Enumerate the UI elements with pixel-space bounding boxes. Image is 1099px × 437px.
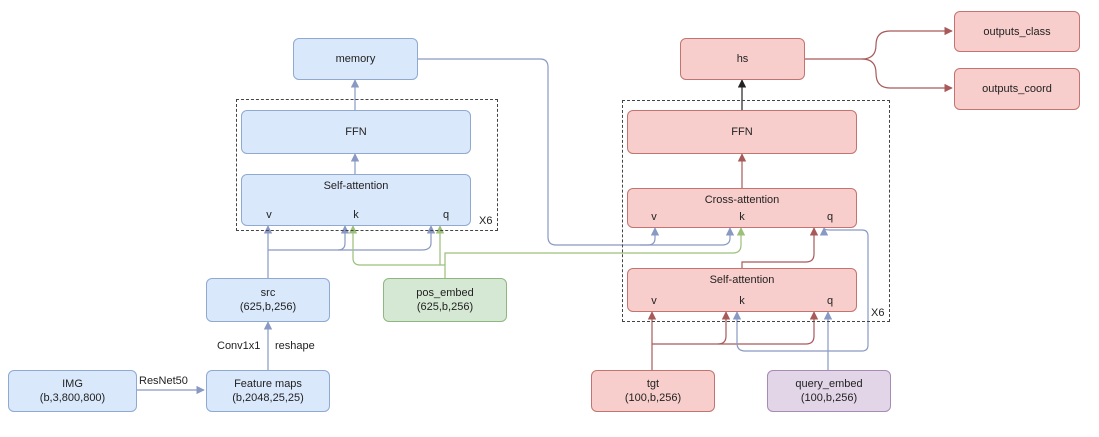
edge-query-to-cross-q [819, 227, 869, 352]
img-name: IMG [62, 378, 83, 390]
edge-memory-to-cross-v [418, 58, 660, 246]
edge-query-to-k [732, 311, 829, 370]
feature-maps-name: Feature maps [234, 378, 302, 390]
src-node: src (625,b,256) [206, 278, 330, 322]
encoder-repeat-label: X6 [479, 215, 493, 227]
edge-selfattn-to-cross-q [741, 227, 819, 268]
encoder-ffn-label: FFN [345, 126, 367, 138]
memory-node: memory [293, 38, 418, 80]
decoder-ffn-label: FFN [731, 126, 753, 138]
edge-posembed-to-k [348, 225, 446, 278]
memory-label: memory [335, 53, 376, 65]
src-shape: (625,b,256) [239, 301, 297, 313]
outputs-class-node: outputs_class [954, 11, 1080, 52]
decoder-repeat-label: X6 [871, 307, 885, 319]
edge-hs-to-outputs-class [805, 26, 953, 60]
outputs-class-label: outputs_class [983, 25, 1051, 38]
edge-memory-to-cross-k [640, 227, 735, 246]
tgt-shape: (100,b,256) [624, 392, 682, 404]
feature-maps-shape: (b,2048,25,25) [232, 392, 304, 404]
query-embed-name: query_embed [795, 378, 863, 390]
cross-port-q: q [826, 211, 834, 223]
encoder-repeat-box [236, 99, 498, 231]
decoder-self-attention-node: Self-attention v k q [627, 268, 857, 312]
encoder-ffn-node: FFN [241, 110, 471, 154]
decoder-port-q: q [826, 295, 834, 307]
pos-embed-node: pos_embed (625,b,256) [383, 278, 507, 322]
decoder-repeat-box [622, 100, 890, 322]
encoder-port-k: k [353, 209, 359, 221]
outputs-coord-node: outputs_coord [954, 68, 1080, 110]
pos-embed-name: pos_embed [416, 287, 474, 299]
cross-attention-node: Cross-attention v k q [627, 188, 857, 228]
encoder-self-attention-title: Self-attention [323, 180, 389, 192]
hs-label: hs [736, 53, 749, 65]
query-embed-shape: (100,b,256) [800, 392, 858, 404]
conv1x1-label: Conv1x1 [216, 340, 262, 353]
encoder-self-attention-node: Self-attention v k q [241, 174, 471, 226]
decoder-port-v: v [651, 295, 657, 307]
img-node: IMG (b,3,800,800) [8, 370, 137, 412]
reshape-label: reshape [274, 340, 316, 353]
outputs-coord-label: outputs_coord [982, 83, 1052, 95]
encoder-port-v: v [266, 209, 272, 221]
cross-attention-ports: v k q [628, 210, 856, 224]
src-name: src [260, 287, 276, 299]
decoder-self-attention-ports: v k q [628, 294, 856, 308]
tgt-name: tgt [646, 378, 660, 390]
encoder-port-q: q [442, 209, 450, 221]
edge-hs-to-outputs-coord [861, 58, 953, 93]
cross-port-v: v [651, 211, 657, 223]
decoder-port-k: k [739, 295, 745, 307]
cross-attention-title: Cross-attention [704, 194, 780, 206]
edge-tgt-to-q [718, 311, 819, 345]
encoder-self-attention-ports: v k q [242, 208, 470, 222]
decoder-self-attention-title: Self-attention [709, 274, 775, 286]
resnet50-label: ResNet50 [138, 375, 189, 388]
query-embed-node: query_embed (100,b,256) [767, 370, 891, 412]
feature-maps-node: Feature maps (b,2048,25,25) [206, 370, 330, 412]
edge-posembed-to-cross-k [444, 227, 746, 265]
pos-embed-shape: (625,b,256) [416, 301, 474, 313]
edge-src-to-q [338, 225, 436, 251]
cross-port-k: k [739, 211, 745, 223]
hs-node: hs [680, 38, 805, 80]
img-shape: (b,3,800,800) [39, 392, 106, 404]
tgt-node: tgt (100,b,256) [591, 370, 715, 412]
decoder-ffn-node: FFN [627, 110, 857, 154]
